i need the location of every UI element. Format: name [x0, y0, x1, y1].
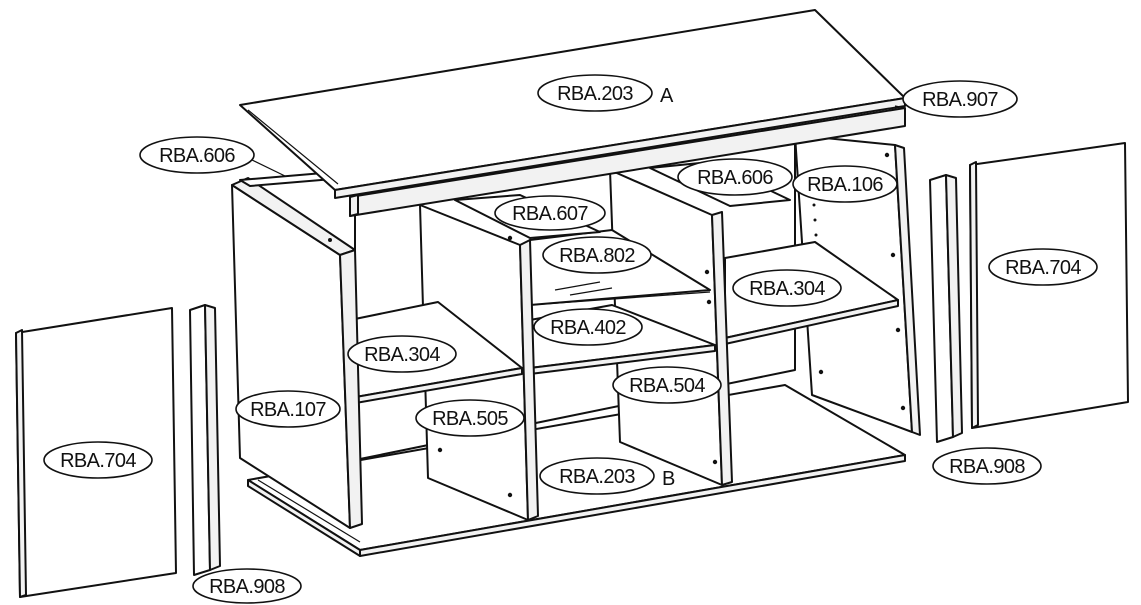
- label-text: RBA.304: [364, 344, 440, 366]
- label-text: RBA.606: [697, 167, 773, 189]
- label-right-strip: RBA.908: [932, 447, 1042, 485]
- label-suffix: B: [662, 468, 675, 490]
- label-bottom-panel: RBA.203 B: [539, 457, 675, 495]
- label-text: RBA.704: [1005, 257, 1081, 279]
- label-right-door: RBA.704: [988, 248, 1098, 286]
- label-left-door: RBA.704: [43, 441, 153, 479]
- label-text: RBA.908: [949, 456, 1025, 478]
- label-left-strip: RBA.908: [192, 568, 302, 604]
- label-left-divider: RBA.505: [415, 399, 525, 437]
- label-right-shelf: RBA.304: [732, 269, 842, 307]
- label-top-panel: RBA.203 A: [537, 74, 674, 112]
- leader-lines: [247, 105, 906, 177]
- label-top-front-strip: RBA.907: [902, 80, 1018, 118]
- label-text: RBA.704: [60, 450, 136, 472]
- label-text: RBA.304: [749, 278, 825, 300]
- label-left-side-panel: RBA.107: [235, 390, 341, 428]
- right-strip-drawing: [929, 174, 963, 443]
- label-center-top-rail: RBA.607: [494, 195, 606, 231]
- left-side-panel-drawing: [231, 177, 363, 529]
- label-text: RBA.402: [550, 317, 626, 339]
- label-text: RBA.203: [559, 466, 635, 488]
- label-text: RBA.107: [250, 399, 326, 421]
- label-left-shelf: RBA.304: [347, 335, 457, 373]
- label-left-top-rail: RBA.606: [139, 136, 255, 174]
- label-text: RBA.606: [159, 145, 235, 167]
- label-suffix: A: [660, 85, 674, 107]
- label-text: RBA.504: [629, 375, 705, 397]
- left-strip-drawing: [189, 304, 221, 576]
- label-text: RBA.607: [512, 203, 588, 225]
- part-labels: RBA.203 A RBA.907 RBA.606 RBA.607 RBA.60…: [43, 74, 1098, 604]
- label-text: RBA.802: [559, 245, 635, 267]
- label-center-shelf: RBA.402: [533, 308, 643, 346]
- label-text: RBA.203: [557, 83, 633, 105]
- label-right-top-rail: RBA.606: [677, 158, 793, 196]
- label-right-side-panel: RBA.106: [792, 165, 898, 203]
- label-text: RBA.907: [922, 89, 998, 111]
- label-center-glass-shelf: RBA.802: [542, 236, 652, 274]
- label-right-divider: RBA.504: [612, 366, 722, 404]
- label-text: RBA.505: [432, 408, 508, 430]
- label-text: RBA.908: [209, 576, 285, 598]
- label-text: RBA.106: [807, 174, 883, 196]
